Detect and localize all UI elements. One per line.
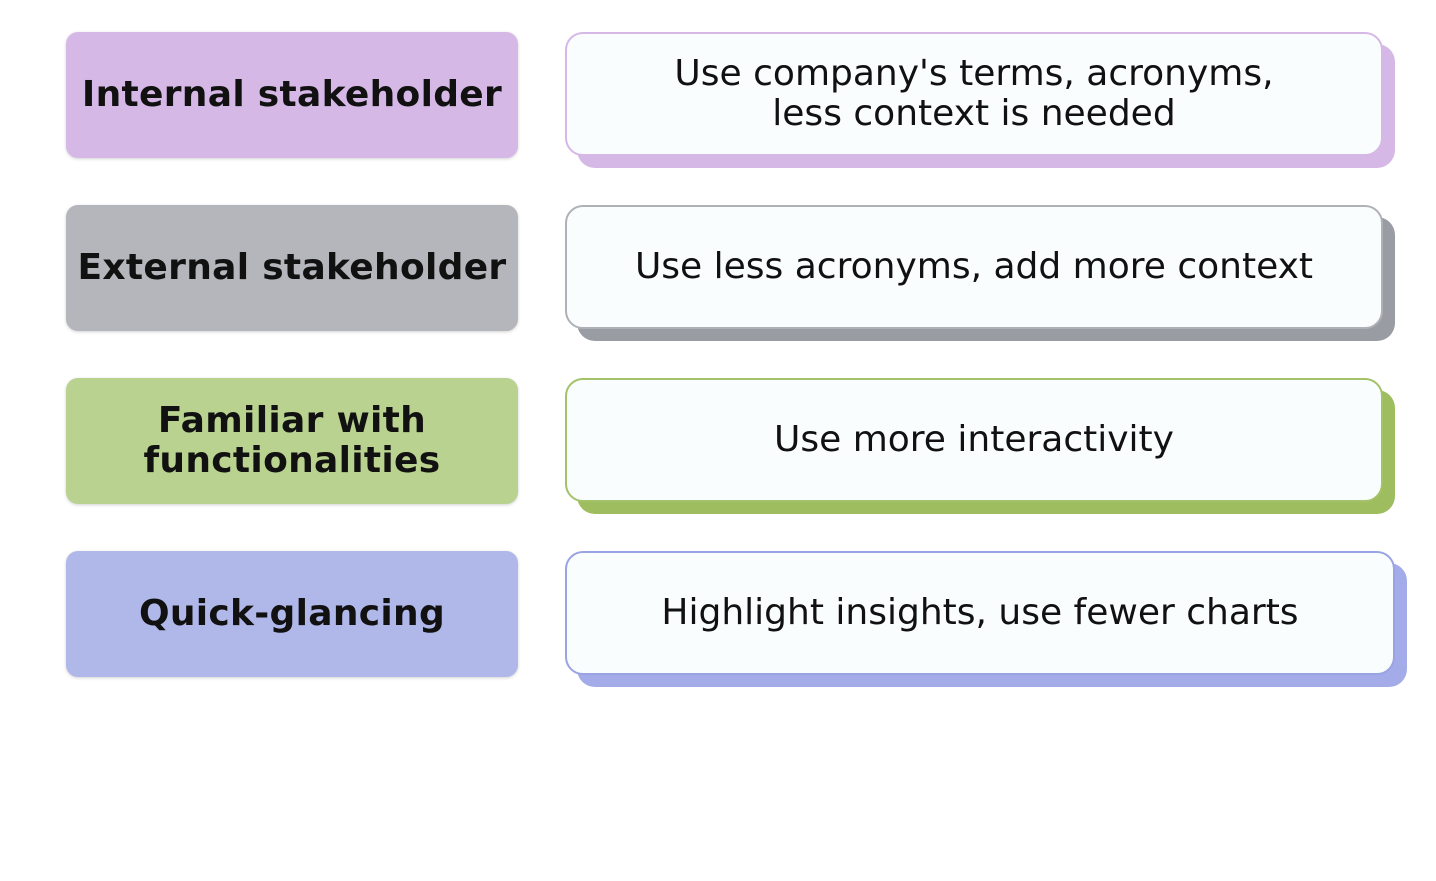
audience-label-box: Internal stakeholder xyxy=(66,32,518,158)
mapping-row-internal-stakeholder: Internal stakeholder Use company's terms… xyxy=(0,32,1436,172)
audience-label-box: External stakeholder xyxy=(66,205,518,331)
mapping-row-external-stakeholder: External stakeholder Use less acronyms, … xyxy=(0,205,1436,345)
audience-label: Familiar with functionalities xyxy=(143,400,441,481)
audience-label: External stakeholder xyxy=(77,247,507,288)
description-box: Use less acronyms, add more context xyxy=(565,205,1383,329)
audience-label: Internal stakeholder xyxy=(81,74,503,115)
mapping-row-familiar-with-functionalities: Familiar with functionalities Use more i… xyxy=(0,378,1436,518)
audience-label-box: Quick-glancing xyxy=(66,551,518,677)
description-box: Highlight insights, use fewer charts xyxy=(565,551,1395,675)
description-text: Use more interactivity xyxy=(774,419,1174,460)
description-text: Use less acronyms, add more context xyxy=(634,246,1314,287)
description-text: Use company's terms, acronyms, less cont… xyxy=(674,53,1274,134)
description-box: Use more interactivity xyxy=(565,378,1383,502)
description-box: Use company's terms, acronyms, less cont… xyxy=(565,32,1383,156)
description-text: Highlight insights, use fewer charts xyxy=(661,592,1299,633)
audience-label: Quick-glancing xyxy=(138,593,446,634)
audience-label-box: Familiar with functionalities xyxy=(66,378,518,504)
mapping-row-quick-glancing: Quick-glancing Highlight insights, use f… xyxy=(0,551,1436,691)
